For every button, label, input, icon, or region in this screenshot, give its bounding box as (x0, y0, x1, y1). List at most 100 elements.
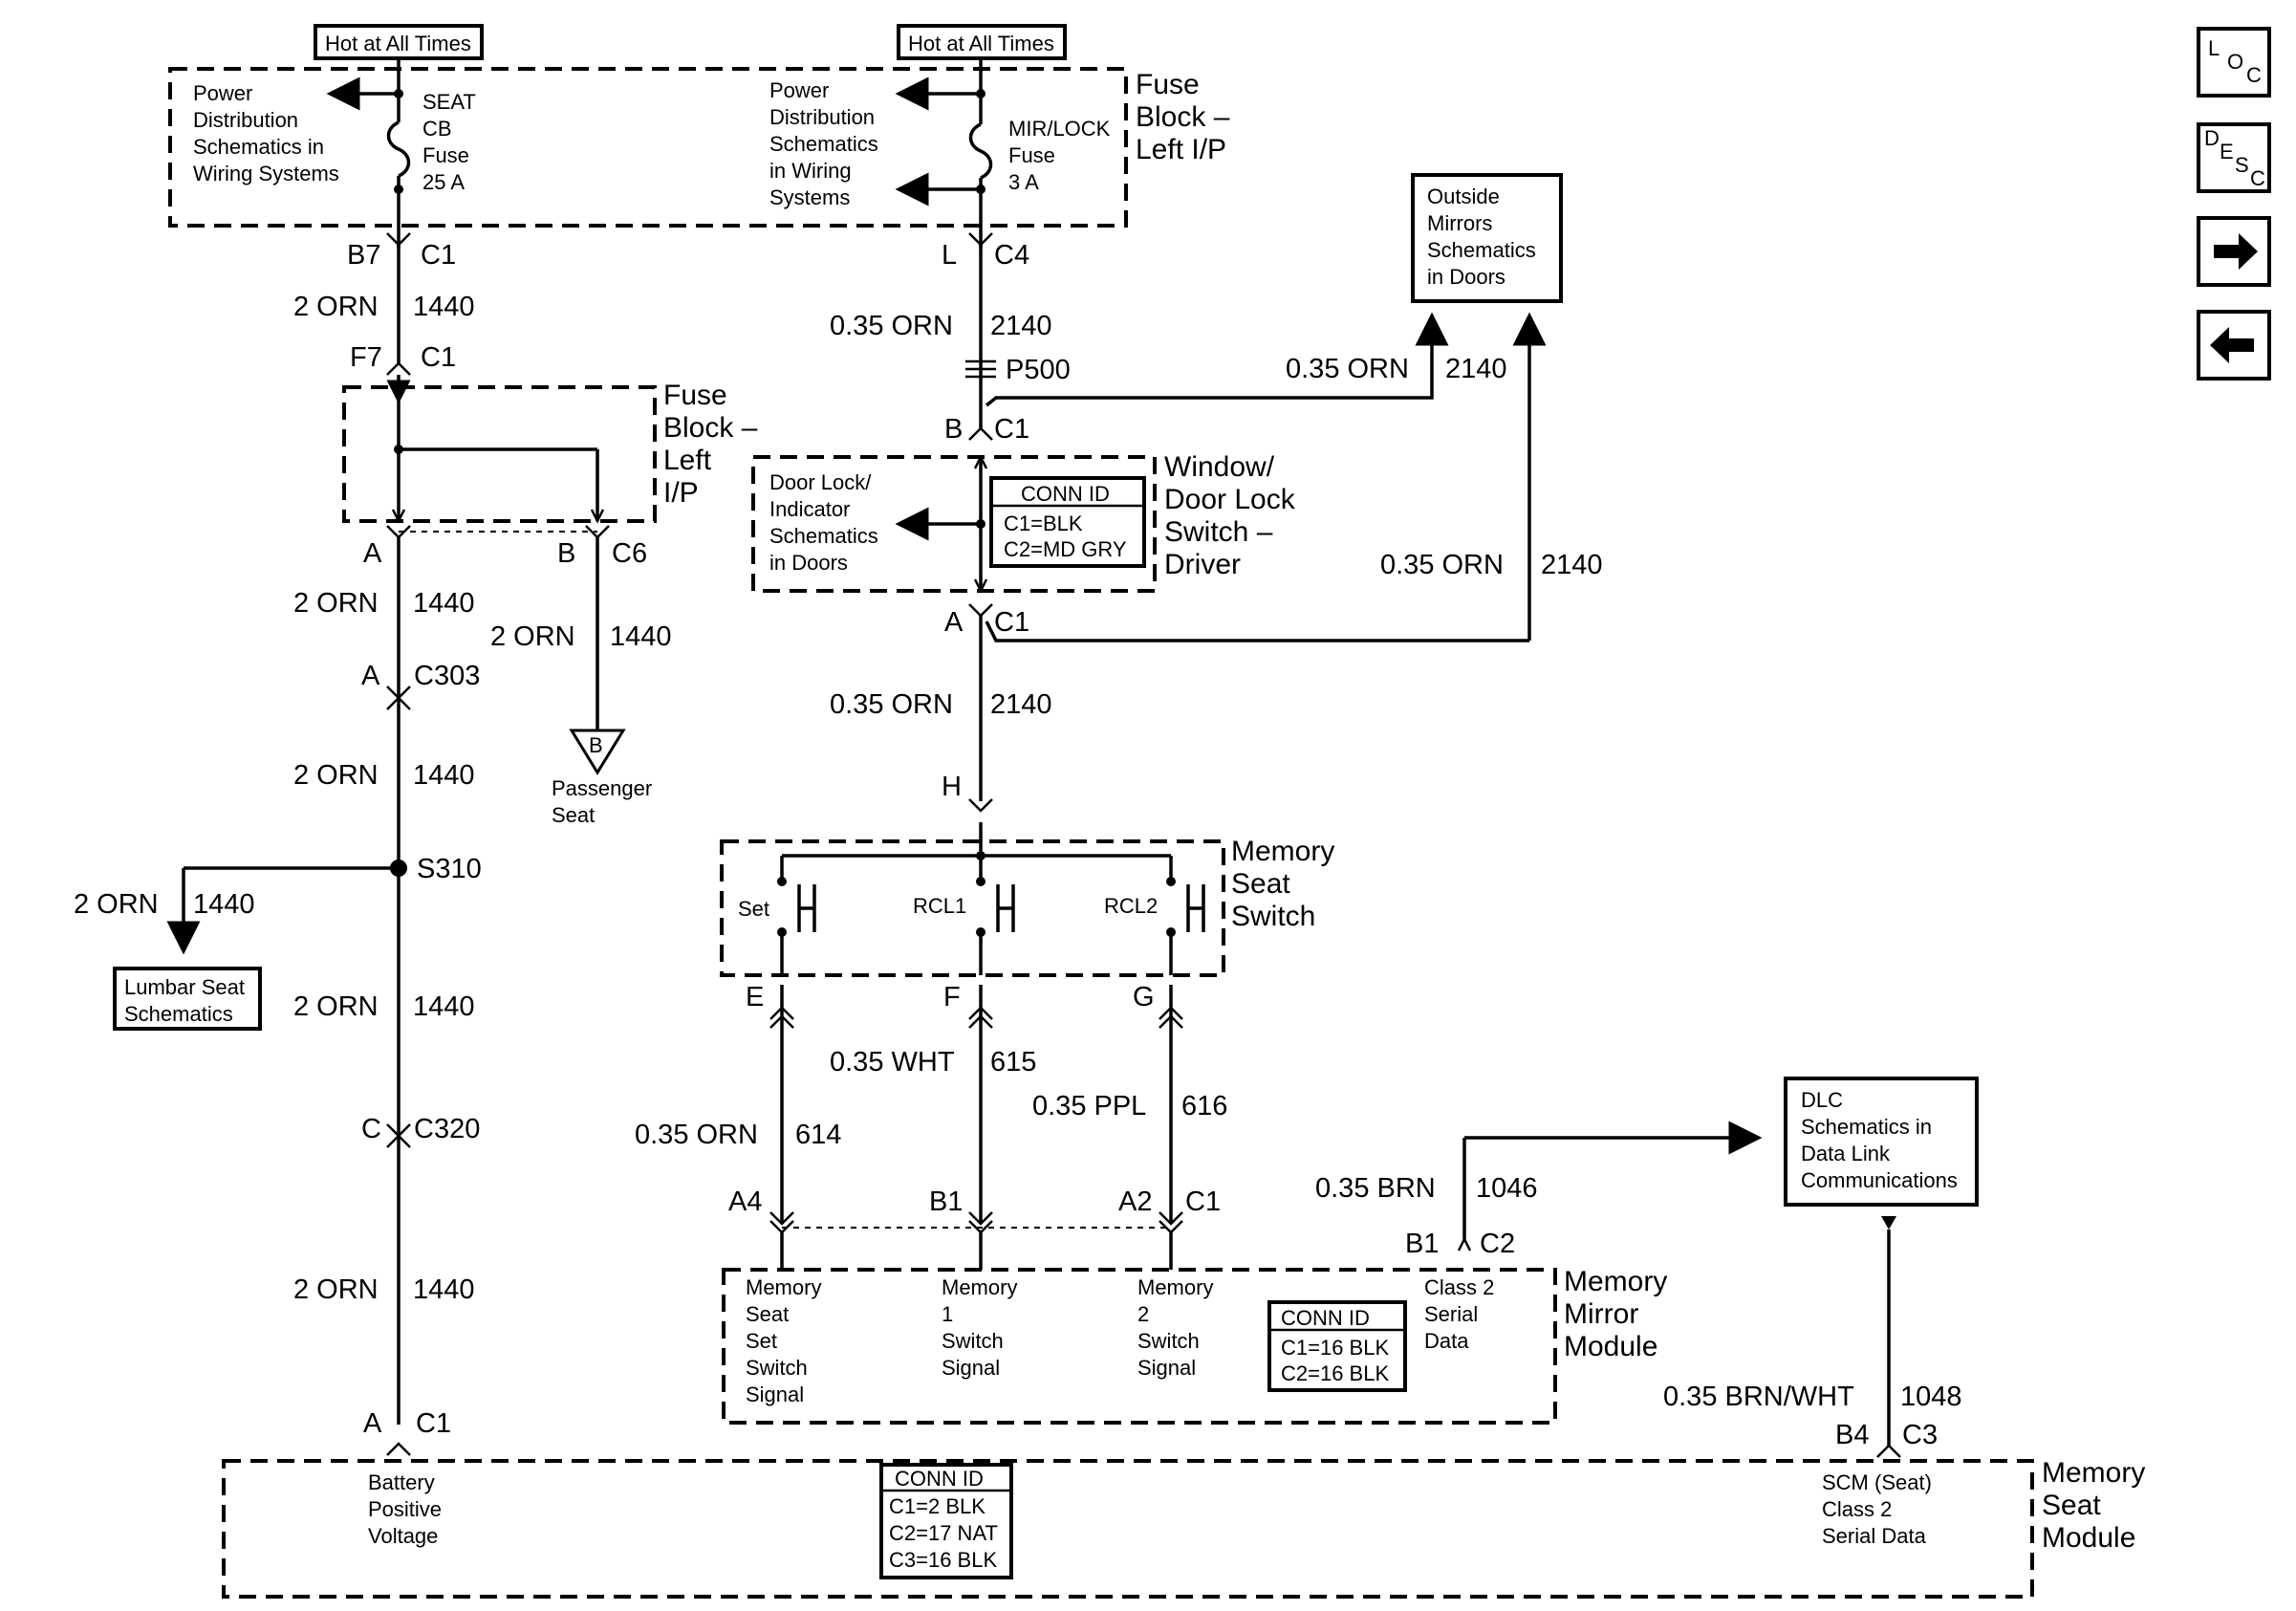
svg-text:Seat: Seat (552, 803, 595, 827)
svg-text:C1=16 BLK: C1=16 BLK (1281, 1336, 1389, 1360)
window-door-lock-switch (751, 455, 1157, 593)
svg-text:C: C (361, 1114, 381, 1144)
lumbar-seat-box: Lumbar Seat Schematics (113, 967, 262, 1031)
mirlock-fuse-symbol (895, 69, 993, 249)
svg-text:1440: 1440 (413, 588, 475, 619)
battery-positive-voltage-label: Battery Positive Voltage (368, 1470, 442, 1548)
svg-text:1440: 1440 (413, 760, 475, 791)
svg-text:Signal: Signal (1137, 1356, 1196, 1380)
fuse-block-left-ip (342, 385, 657, 523)
desc-button[interactable]: D E S C (2197, 122, 2271, 193)
svg-text:C: C (2250, 166, 2265, 190)
memory-seat-module-title: Memory Seat Module (2042, 1457, 2145, 1554)
svg-text:0.35 ORN: 0.35 ORN (635, 1120, 758, 1150)
svg-text:2 ORN: 2 ORN (490, 621, 575, 652)
svg-text:DLC: DLC (1801, 1088, 1843, 1112)
svg-text:0.35 WHT: 0.35 WHT (830, 1047, 955, 1078)
svg-text:A: A (944, 607, 964, 638)
prev-button[interactable] (2197, 310, 2271, 381)
svg-text:C1: C1 (994, 607, 1029, 638)
svg-text:B7: B7 (347, 240, 380, 271)
svg-text:Fuse: Fuse (1008, 143, 1055, 167)
svg-text:C1: C1 (994, 414, 1029, 445)
svg-text:Door Lock/: Door Lock/ (769, 470, 872, 494)
fuse-block-left-title: Fuse Block – Left I/P (663, 380, 758, 509)
svg-text:C: C (2246, 63, 2262, 87)
svg-text:Switch: Switch (1231, 901, 1315, 932)
svg-text:Fuse: Fuse (663, 380, 727, 411)
svg-text:Seat: Seat (746, 1302, 789, 1326)
svg-text:CONN ID: CONN ID (1021, 482, 1110, 506)
svg-text:C320: C320 (414, 1114, 480, 1144)
svg-text:P500: P500 (1006, 355, 1071, 385)
svg-text:Set: Set (738, 897, 769, 921)
svg-text:0.35 BRN/WHT: 0.35 BRN/WHT (1663, 1382, 1854, 1412)
svg-text:Set: Set (746, 1329, 777, 1353)
svg-text:2140: 2140 (990, 311, 1052, 341)
svg-text:C4: C4 (994, 240, 1029, 271)
svg-text:B1: B1 (1405, 1229, 1439, 1259)
svg-text:C1=2 BLK: C1=2 BLK (889, 1494, 986, 1518)
svg-text:C2=MD GRY: C2=MD GRY (1004, 537, 1127, 561)
svg-text:Module: Module (2042, 1522, 2135, 1554)
svg-text:L: L (2208, 36, 2220, 60)
svg-text:H: H (942, 772, 962, 802)
svg-text:Passenger: Passenger (552, 776, 652, 800)
svg-text:RCL2: RCL2 (1104, 894, 1158, 918)
svg-text:Left I/P: Left I/P (1136, 134, 1226, 165)
svg-text:Window/: Window/ (1164, 451, 1275, 483)
svg-text:Wiring Systems: Wiring Systems (193, 162, 339, 185)
svg-text:0.35 ORN: 0.35 ORN (1380, 550, 1504, 580)
svg-text:Left: Left (663, 445, 712, 476)
svg-text:Power: Power (193, 81, 252, 105)
next-button[interactable] (2197, 216, 2271, 287)
svg-text:3 A: 3 A (1008, 170, 1039, 194)
fuse-block-top (168, 67, 1128, 228)
svg-text:616: 616 (1181, 1091, 1227, 1121)
memory-mirror-module-title: Memory Mirror Module (1564, 1266, 1667, 1362)
svg-text:in Doors: in Doors (769, 551, 848, 575)
svg-text:E: E (746, 982, 764, 1012)
svg-text:C2=16 BLK: C2=16 BLK (1281, 1361, 1389, 1385)
svg-text:1048: 1048 (1900, 1382, 1962, 1412)
arrow-right-icon (2214, 233, 2258, 270)
switch-set: Set (738, 877, 816, 937)
svg-text:Power: Power (769, 78, 829, 102)
svg-text:Positive: Positive (368, 1497, 442, 1521)
svg-text:Memory: Memory (1564, 1266, 1667, 1297)
svg-text:Block –: Block – (663, 412, 758, 444)
svg-text:MIR/LOCK: MIR/LOCK (1008, 117, 1111, 141)
memory-seat-switch-title: Memory Seat Switch (1231, 836, 1334, 932)
svg-text:Switch: Switch (746, 1356, 808, 1380)
svg-text:in Doors: in Doors (1427, 265, 1505, 289)
loc-button[interactable]: L O C (2197, 27, 2271, 98)
svg-text:Seat: Seat (2042, 1490, 2101, 1521)
svg-text:0.35 ORN: 0.35 ORN (830, 311, 953, 341)
svg-text:2 ORN: 2 ORN (293, 1274, 379, 1305)
svg-text:Memory: Memory (2042, 1457, 2145, 1489)
svg-text:2140: 2140 (1445, 354, 1507, 384)
svg-text:Memory: Memory (942, 1275, 1017, 1299)
svg-text:SEAT: SEAT (422, 90, 476, 114)
svg-text:Fuse: Fuse (422, 143, 469, 167)
svg-text:S: S (2235, 153, 2249, 177)
svg-text:Communications: Communications (1801, 1168, 1958, 1192)
memory-mirror-module (722, 1268, 1557, 1425)
svg-text:C2: C2 (1480, 1229, 1515, 1259)
svg-text:B: B (557, 538, 575, 569)
svg-text:Driver: Driver (1164, 549, 1241, 580)
svg-text:I/P: I/P (663, 477, 699, 509)
svg-text:2140: 2140 (1541, 550, 1603, 580)
svg-text:C1: C1 (416, 1408, 451, 1439)
arrow-left-icon (2210, 327, 2254, 363)
svg-text:2 ORN: 2 ORN (293, 760, 379, 791)
svg-text:F: F (943, 982, 961, 1012)
svg-text:2140: 2140 (990, 689, 1052, 720)
window-door-lock-title: Window/ Door Lock Switch – Driver (1164, 451, 1296, 580)
svg-text:2 ORN: 2 ORN (293, 588, 379, 619)
svg-text:Block –: Block – (1136, 101, 1230, 133)
svg-text:Outside: Outside (1427, 185, 1500, 208)
passenger-seat-ground: B Passenger Seat (552, 729, 652, 827)
svg-text:C1: C1 (421, 342, 456, 373)
